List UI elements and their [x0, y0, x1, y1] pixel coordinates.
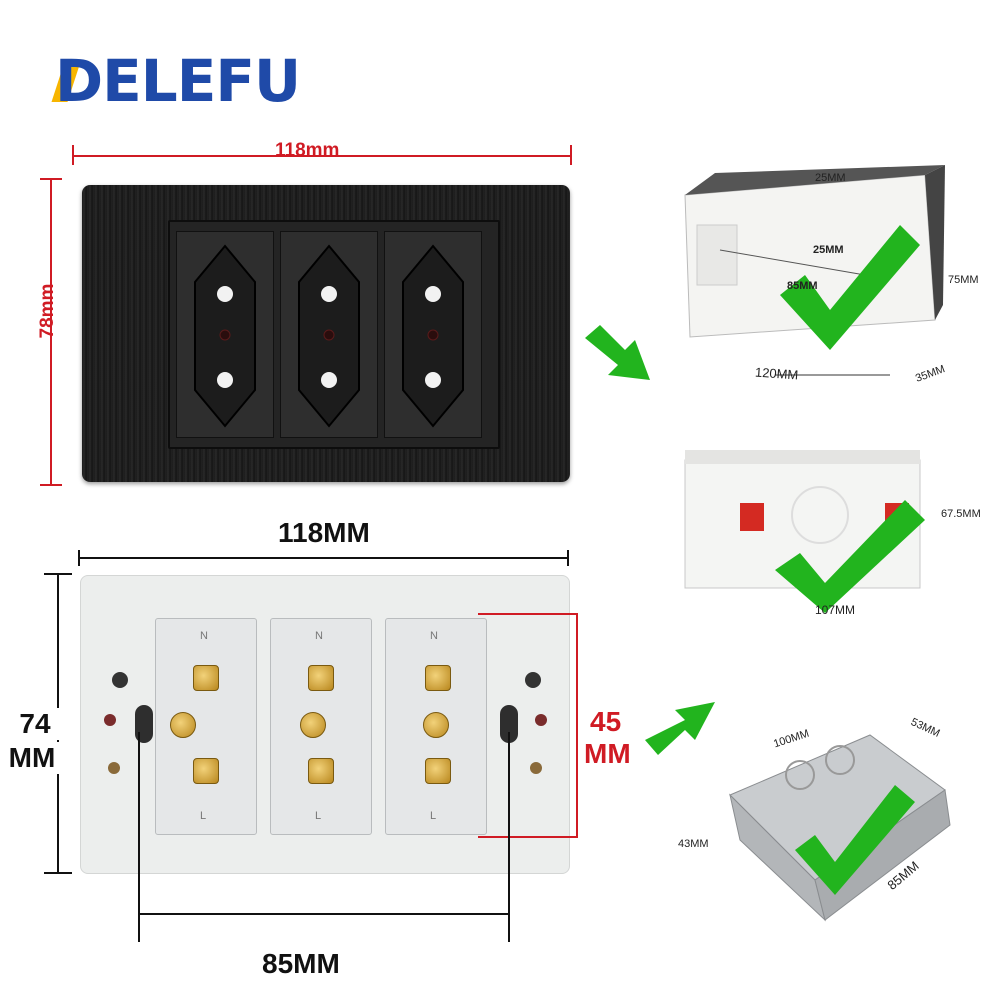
brand-name: DELEFU [55, 47, 301, 115]
back-hole-5 [535, 714, 547, 726]
outlet-module-3 [384, 231, 482, 438]
box1-inner-label: 25MM [813, 244, 844, 256]
box1-height-label: 75MM [948, 274, 979, 286]
arrow-right-icon [585, 325, 650, 380]
terminal-2-label-n: N [315, 630, 323, 642]
outlet-module-1 [176, 231, 274, 438]
terminal-2-screw-bottom [308, 758, 334, 784]
outlet-module-2 [280, 231, 378, 438]
module-height-line [576, 613, 578, 838]
mount-spacing-line [138, 913, 510, 915]
front-height-line [50, 178, 52, 486]
arrow-up-right-icon [645, 702, 715, 755]
mount-spacing-tick-right [508, 732, 510, 942]
terminal-3-label-n: N [430, 630, 438, 642]
outlet-socket-1 [194, 244, 256, 428]
box1-top-label: 25MM [815, 172, 846, 184]
back-hole-4 [525, 672, 541, 688]
module-height-tick-top [478, 613, 578, 615]
front-height-label: 78mm [37, 283, 58, 339]
back-width-line [78, 557, 569, 559]
front-width-line [72, 155, 572, 157]
box1-width-label: 120MM [754, 364, 799, 383]
box3-height-label: 43MM [678, 838, 709, 850]
terminal-3-screw-top [425, 665, 451, 691]
mount-spacing-label: 85MM [262, 948, 340, 979]
terminal-2-screw-top [308, 665, 334, 691]
back-height-label-line2: MM [2, 742, 62, 774]
back-height-tick-bottom [44, 872, 72, 874]
terminal-3-screw-bottom [425, 758, 451, 784]
check-icon-1 [780, 225, 920, 350]
terminal-1-label-l: L [200, 810, 207, 822]
terminal-3-screw-mid [423, 712, 449, 738]
box2-height-label: 67.5MM [941, 508, 981, 520]
terminal-1-screw-mid [170, 712, 196, 738]
check-icon-2 [775, 500, 925, 613]
terminal-2-label-l: L [315, 810, 322, 822]
module-height-label-line2: MM [584, 738, 631, 769]
terminal-1-screw-bottom [193, 758, 219, 784]
junction-box-2 [684, 450, 921, 589]
module-height-tick-bottom [478, 836, 578, 838]
front-width-label: 118mm [275, 140, 340, 161]
outlet-socket-3 [402, 244, 464, 428]
mount-slot-right [500, 705, 518, 743]
junction-box-3 [729, 734, 951, 922]
terminal-3-label-l: L [430, 810, 437, 822]
back-hole-6 [530, 762, 542, 774]
outlet-module-frame [168, 220, 500, 449]
back-hole-2 [104, 714, 116, 726]
back-width-label: 118MM [278, 517, 370, 548]
terminal-2-screw-mid [300, 712, 326, 738]
box2-width-label: 107MM [815, 603, 856, 617]
outlet-socket-2 [298, 244, 360, 428]
check-icon-3 [795, 785, 915, 895]
back-hole-3 [108, 762, 120, 774]
module-height-label-line1: 45 [590, 706, 622, 737]
brand-logo: DELEFU [51, 52, 301, 110]
back-height-label-line1: 74 [10, 708, 60, 740]
box1-inner-width-label: 85MM [787, 280, 818, 292]
mount-spacing-tick-left [138, 732, 140, 942]
terminal-1-label-n: N [200, 630, 208, 642]
terminal-1-screw-top [193, 665, 219, 691]
back-hole-1 [112, 672, 128, 688]
